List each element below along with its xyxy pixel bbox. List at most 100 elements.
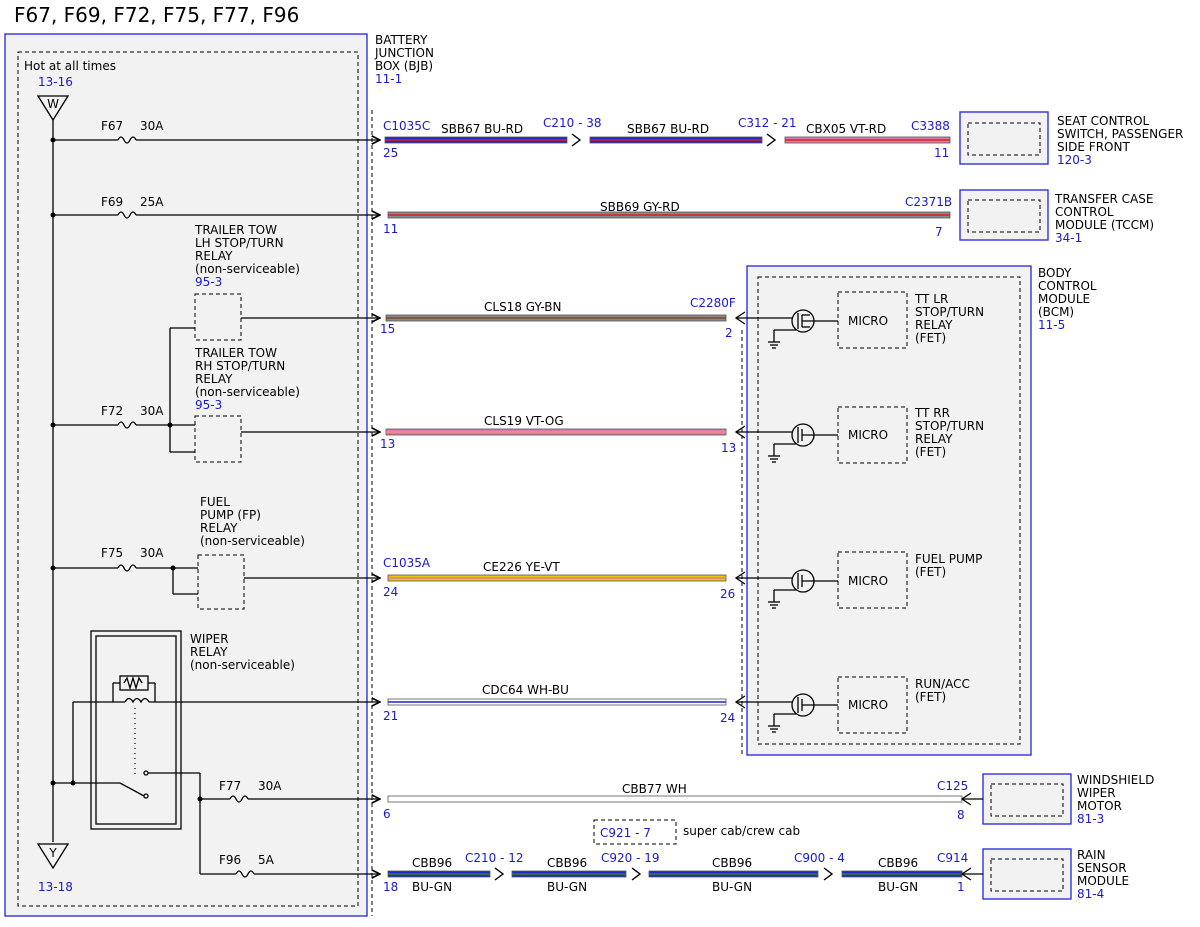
rain-line2: SENSOR (1077, 861, 1127, 875)
wiper-relay: WIPER RELAY (non-serviceable) (50, 630, 381, 874)
connector-c2371b: C2371B (905, 195, 952, 209)
bjb-name-line2: JUNCTION (374, 46, 434, 60)
fp-relay-line2: PUMP (FP) (200, 508, 261, 522)
rain-sensor-module: RAIN SENSOR MODULE 81-4 (960, 848, 1129, 901)
connector-arrow-c900 (823, 867, 834, 881)
seat-ref: 120-3 (1057, 153, 1092, 167)
pin-r1-left: 25 (383, 146, 398, 160)
bcm-o1-line2: STOP/TURN (915, 305, 984, 319)
bcm-o1-micro: MICRO (848, 314, 888, 328)
bcm-output-run-acc: MICRO RUN/ACC (FET) (734, 676, 970, 734)
fuse-f77-rating: 30A (258, 779, 282, 793)
trailer-tow-rh-relay: TRAILER TOW RH STOP/TURN RELAY (non-serv… (169, 328, 380, 463)
hot-at-all-times-label: Hot at all times (24, 59, 116, 73)
fuse-f72-rating: 30A (140, 404, 164, 418)
circuit-row-2: 11 SBB69 GY-RD C2371B 7 (383, 195, 952, 239)
wire-r1-seg3-label: CBX05 VT-RD (806, 122, 886, 136)
pin-r4-left: 13 (380, 437, 395, 451)
fuse-f67-rating: 30A (140, 119, 164, 133)
wiper-motor-line2: WIPER (1077, 786, 1116, 800)
rh-relay-line3: RELAY (195, 372, 233, 386)
wire-cbb96-seg2 (511, 870, 627, 878)
pin-r6-right: 24 (720, 711, 735, 725)
bus-y-ref: 13-18 (38, 880, 73, 894)
rain-line3: MODULE (1077, 874, 1129, 888)
wiper-relay-line1: WIPER (190, 632, 229, 646)
connector-arrow-c312 (766, 133, 777, 147)
wire-r5-label: CE226 YE-VT (483, 560, 560, 574)
rh-relay-ref: 95-3 (195, 398, 222, 412)
circuit-row-5: C1035A 24 CE226 YE-VT 26 (383, 556, 735, 601)
connector-c125: C125 (937, 779, 968, 793)
bcm-o3-micro: MICRO (848, 574, 888, 588)
circuit-row-4: 13 CLS19 VT-OG 13 (380, 414, 736, 455)
fuse-f96-rating: 5A (258, 853, 275, 867)
connector-c1035a: C1035A (383, 556, 431, 570)
rh-relay-line4: (non-serviceable) (195, 385, 300, 399)
seat-line1: SEAT CONTROL (1057, 114, 1150, 128)
connector-c921-note: C921 - 7 super cab/crew cab (593, 819, 800, 845)
fuse-f69-rating: 25A (140, 195, 164, 209)
wire-r7-label: CBB77 WH (622, 782, 687, 796)
seat-line3: SIDE FRONT (1057, 140, 1130, 154)
wiper-motor-ref: 81-3 (1077, 812, 1104, 826)
bcm-line4: (BCM) (1038, 305, 1074, 319)
fuse-f77: F77 30A (197, 779, 381, 802)
bcm-output-tt-rr: MICRO TT RR STOP/TURN RELAY (FET) (734, 406, 984, 464)
bcm-o2-line2: STOP/TURN (915, 419, 984, 433)
lh-relay-line2: LH STOP/TURN (195, 236, 284, 250)
bcm-o1-line3: RELAY (915, 318, 953, 332)
wiper-relay-line2: RELAY (190, 645, 228, 659)
bcm-o3-line2: (FET) (915, 565, 946, 579)
fuse-f75-rating: 30A (140, 546, 164, 560)
circuit-row-7: 6 CBB77 WH C125 8 (383, 779, 968, 822)
pin-r7-right: 8 (957, 808, 965, 822)
connector-c1035c: C1035C (383, 119, 430, 133)
connector-c900-4: C900 - 4 (794, 851, 845, 865)
bcm-o2-line4: (FET) (915, 445, 946, 459)
bcm-o2-micro: MICRO (848, 428, 888, 442)
bcm-line1: BODY (1038, 266, 1072, 280)
connector-c2280f: C2280F (690, 296, 736, 310)
windshield-wiper-motor: WINDSHIELD WIPER MOTOR 81-3 (960, 773, 1154, 826)
wire-sbb69 (387, 211, 951, 219)
connector-c920-19: C920 - 19 (601, 851, 660, 865)
wire-r4-label: CLS19 VT-OG (484, 414, 564, 428)
tccm-line3: MODULE (TCCM) (1055, 218, 1154, 232)
fp-relay-line4: (non-serviceable) (200, 534, 305, 548)
pin-r2-left: 11 (383, 222, 398, 236)
wire-r8-seg4-name: CBB96 (878, 856, 918, 870)
wire-ce226 (387, 574, 727, 582)
lh-relay-line1: TRAILER TOW (194, 223, 277, 237)
bcm-o4-micro: MICRO (848, 698, 888, 712)
fuse-f77-name: F77 (219, 779, 241, 793)
bcm-o1-line1: TT LR (914, 292, 948, 306)
wire-r1-seg1-label: SBB67 BU-RD (441, 122, 523, 136)
wiper-motor-line1: WINDSHIELD (1077, 773, 1154, 787)
wire-cls18 (385, 314, 727, 322)
tccm-line2: CONTROL (1055, 205, 1114, 219)
lh-relay-ref: 95-3 (195, 275, 222, 289)
trailer-tow-lh-relay: TRAILER TOW LH STOP/TURN RELAY (non-serv… (170, 223, 380, 341)
fuse-f69-name: F69 (101, 195, 123, 209)
fuse-f72-name: F72 (101, 404, 123, 418)
connector-c921-7: C921 - 7 (600, 826, 651, 840)
fuse-f75-name: F75 (101, 546, 123, 560)
bjb-name-line3: BOX (BJB) (375, 59, 433, 73)
battery-junction-box: BATTERY JUNCTION BOX (BJB) 11-1 Hot at a… (4, 33, 434, 917)
rain-line1: RAIN (1077, 848, 1106, 862)
wire-r8-seg2-name: CBB96 (547, 856, 587, 870)
super-cab-crew-cab-note: super cab/crew cab (683, 824, 800, 838)
fuse-f75: F75 30A (50, 546, 198, 595)
pin-r3-left: 15 (380, 322, 395, 336)
bcm-output-tt-lr: MICRO TT LR STOP/TURN RELAY (FET) (734, 291, 984, 349)
wire-sbb67-seg1 (384, 136, 568, 144)
circuit-row-6: 21 CDC64 WH-BU 24 (383, 683, 735, 725)
pin-r5-right: 26 (720, 587, 735, 601)
fp-relay-line3: RELAY (200, 521, 238, 535)
bus-y-triangle (36, 843, 70, 870)
pin-r8-right: 1 (957, 880, 965, 894)
bus-w-letter: W (47, 97, 59, 111)
seat-control-switch: SEAT CONTROL SWITCH, PASSENGER SIDE FRON… (959, 111, 1183, 167)
bcm-o2-line1: TT RR (914, 406, 950, 420)
